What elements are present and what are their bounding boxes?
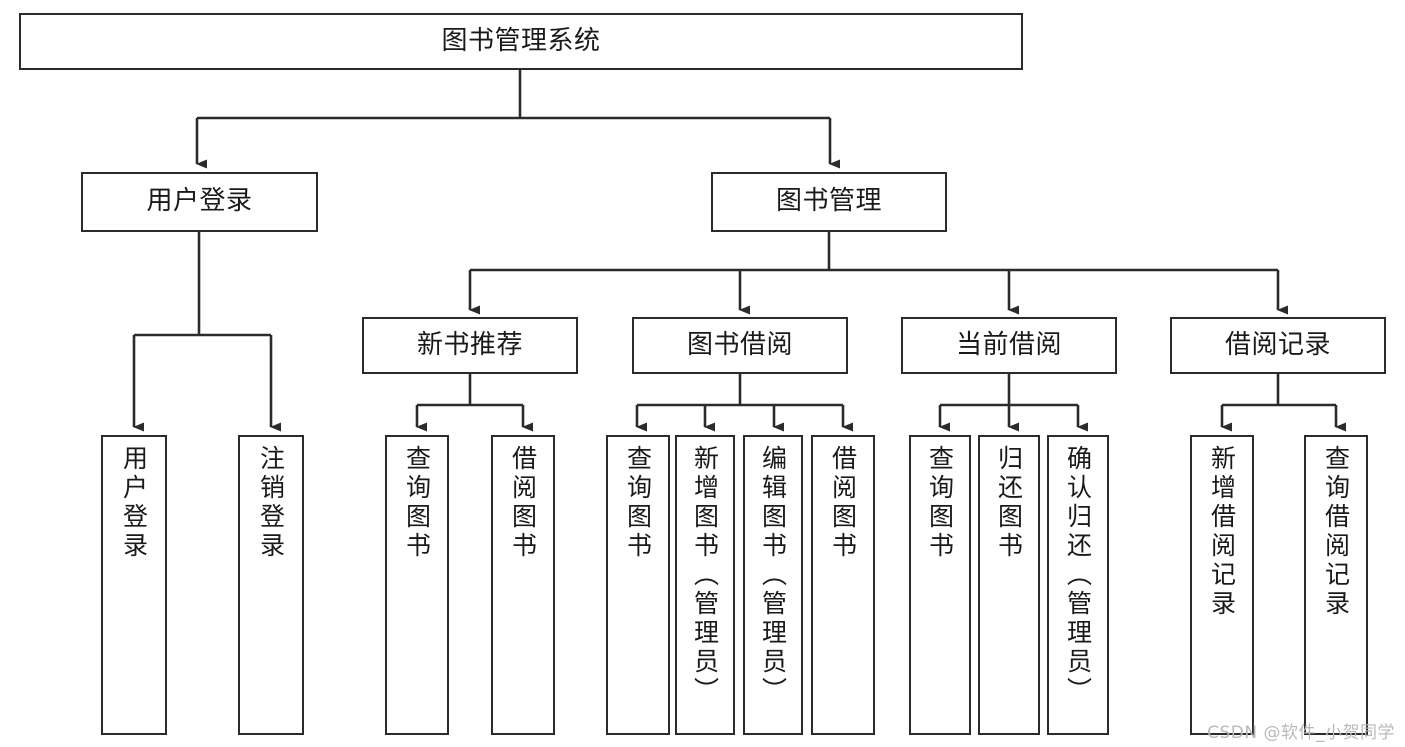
node-leaf-borrow-book-2[interactable]: 借阅图书 (811, 435, 875, 735)
node-book-borrow[interactable]: 图书借阅 (632, 317, 848, 374)
node-leaf-return-book[interactable]: 归还图书 (978, 435, 1040, 735)
node-current-borrow[interactable]: 当前借阅 (901, 317, 1117, 374)
node-user-login-label: 用户登录 (146, 186, 253, 217)
node-leaf-add-book[interactable]: 新增图书（管理员） (675, 435, 735, 735)
node-leaf-borrow-book-1-label: 借阅图书 (508, 445, 538, 561)
node-leaf-query-book-1[interactable]: 查询图书 (385, 435, 449, 735)
node-leaf-return-book-label: 归还图书 (994, 445, 1024, 561)
node-root-system[interactable]: 图书管理系统 (19, 13, 1023, 70)
node-leaf-query-record-label: 查询借阅记录 (1321, 445, 1351, 619)
node-leaf-add-record[interactable]: 新增借阅记录 (1190, 435, 1254, 735)
node-leaf-query-book-3-label: 查询图书 (925, 445, 955, 561)
node-leaf-borrow-book-2-label: 借阅图书 (828, 445, 858, 561)
node-leaf-query-record[interactable]: 查询借阅记录 (1304, 435, 1368, 735)
node-leaf-edit-book[interactable]: 编辑图书（管理员） (743, 435, 803, 735)
node-book-management[interactable]: 图书管理 (711, 172, 947, 232)
node-leaf-query-book-1-label: 查询图书 (402, 445, 432, 561)
node-root-system-label: 图书管理系统 (441, 25, 601, 56)
csdn-watermark: CSDN @软件_小贺同学 (1207, 723, 1395, 743)
node-user-login[interactable]: 用户登录 (81, 172, 318, 232)
node-leaf-confirm-return[interactable]: 确认归还（管理员） (1047, 435, 1109, 735)
node-current-borrow-label: 当前借阅 (955, 329, 1062, 360)
node-book-borrow-label: 图书借阅 (686, 329, 793, 360)
node-leaf-query-book-3[interactable]: 查询图书 (909, 435, 971, 735)
node-new-book-recommend-label: 新书推荐 (416, 329, 523, 360)
node-borrow-record[interactable]: 借阅记录 (1170, 317, 1386, 374)
node-leaf-confirm-return-label: 确认归还（管理员） (1063, 445, 1093, 706)
node-leaf-logout-login-label: 注销登录 (256, 445, 286, 561)
node-borrow-record-label: 借阅记录 (1224, 329, 1331, 360)
node-leaf-query-book-2-label: 查询图书 (623, 445, 653, 561)
node-leaf-edit-book-label: 编辑图书（管理员） (758, 445, 788, 706)
node-new-book-recommend[interactable]: 新书推荐 (362, 317, 578, 374)
node-leaf-query-book-2[interactable]: 查询图书 (606, 435, 670, 735)
node-leaf-add-record-label: 新增借阅记录 (1207, 445, 1237, 619)
node-leaf-user-login-label: 用户登录 (119, 445, 149, 561)
node-leaf-logout-login[interactable]: 注销登录 (238, 435, 304, 735)
node-book-management-label: 图书管理 (775, 186, 882, 217)
node-leaf-borrow-book-1[interactable]: 借阅图书 (491, 435, 555, 735)
node-leaf-add-book-label: 新增图书（管理员） (690, 445, 720, 706)
node-leaf-user-login[interactable]: 用户登录 (101, 435, 167, 735)
